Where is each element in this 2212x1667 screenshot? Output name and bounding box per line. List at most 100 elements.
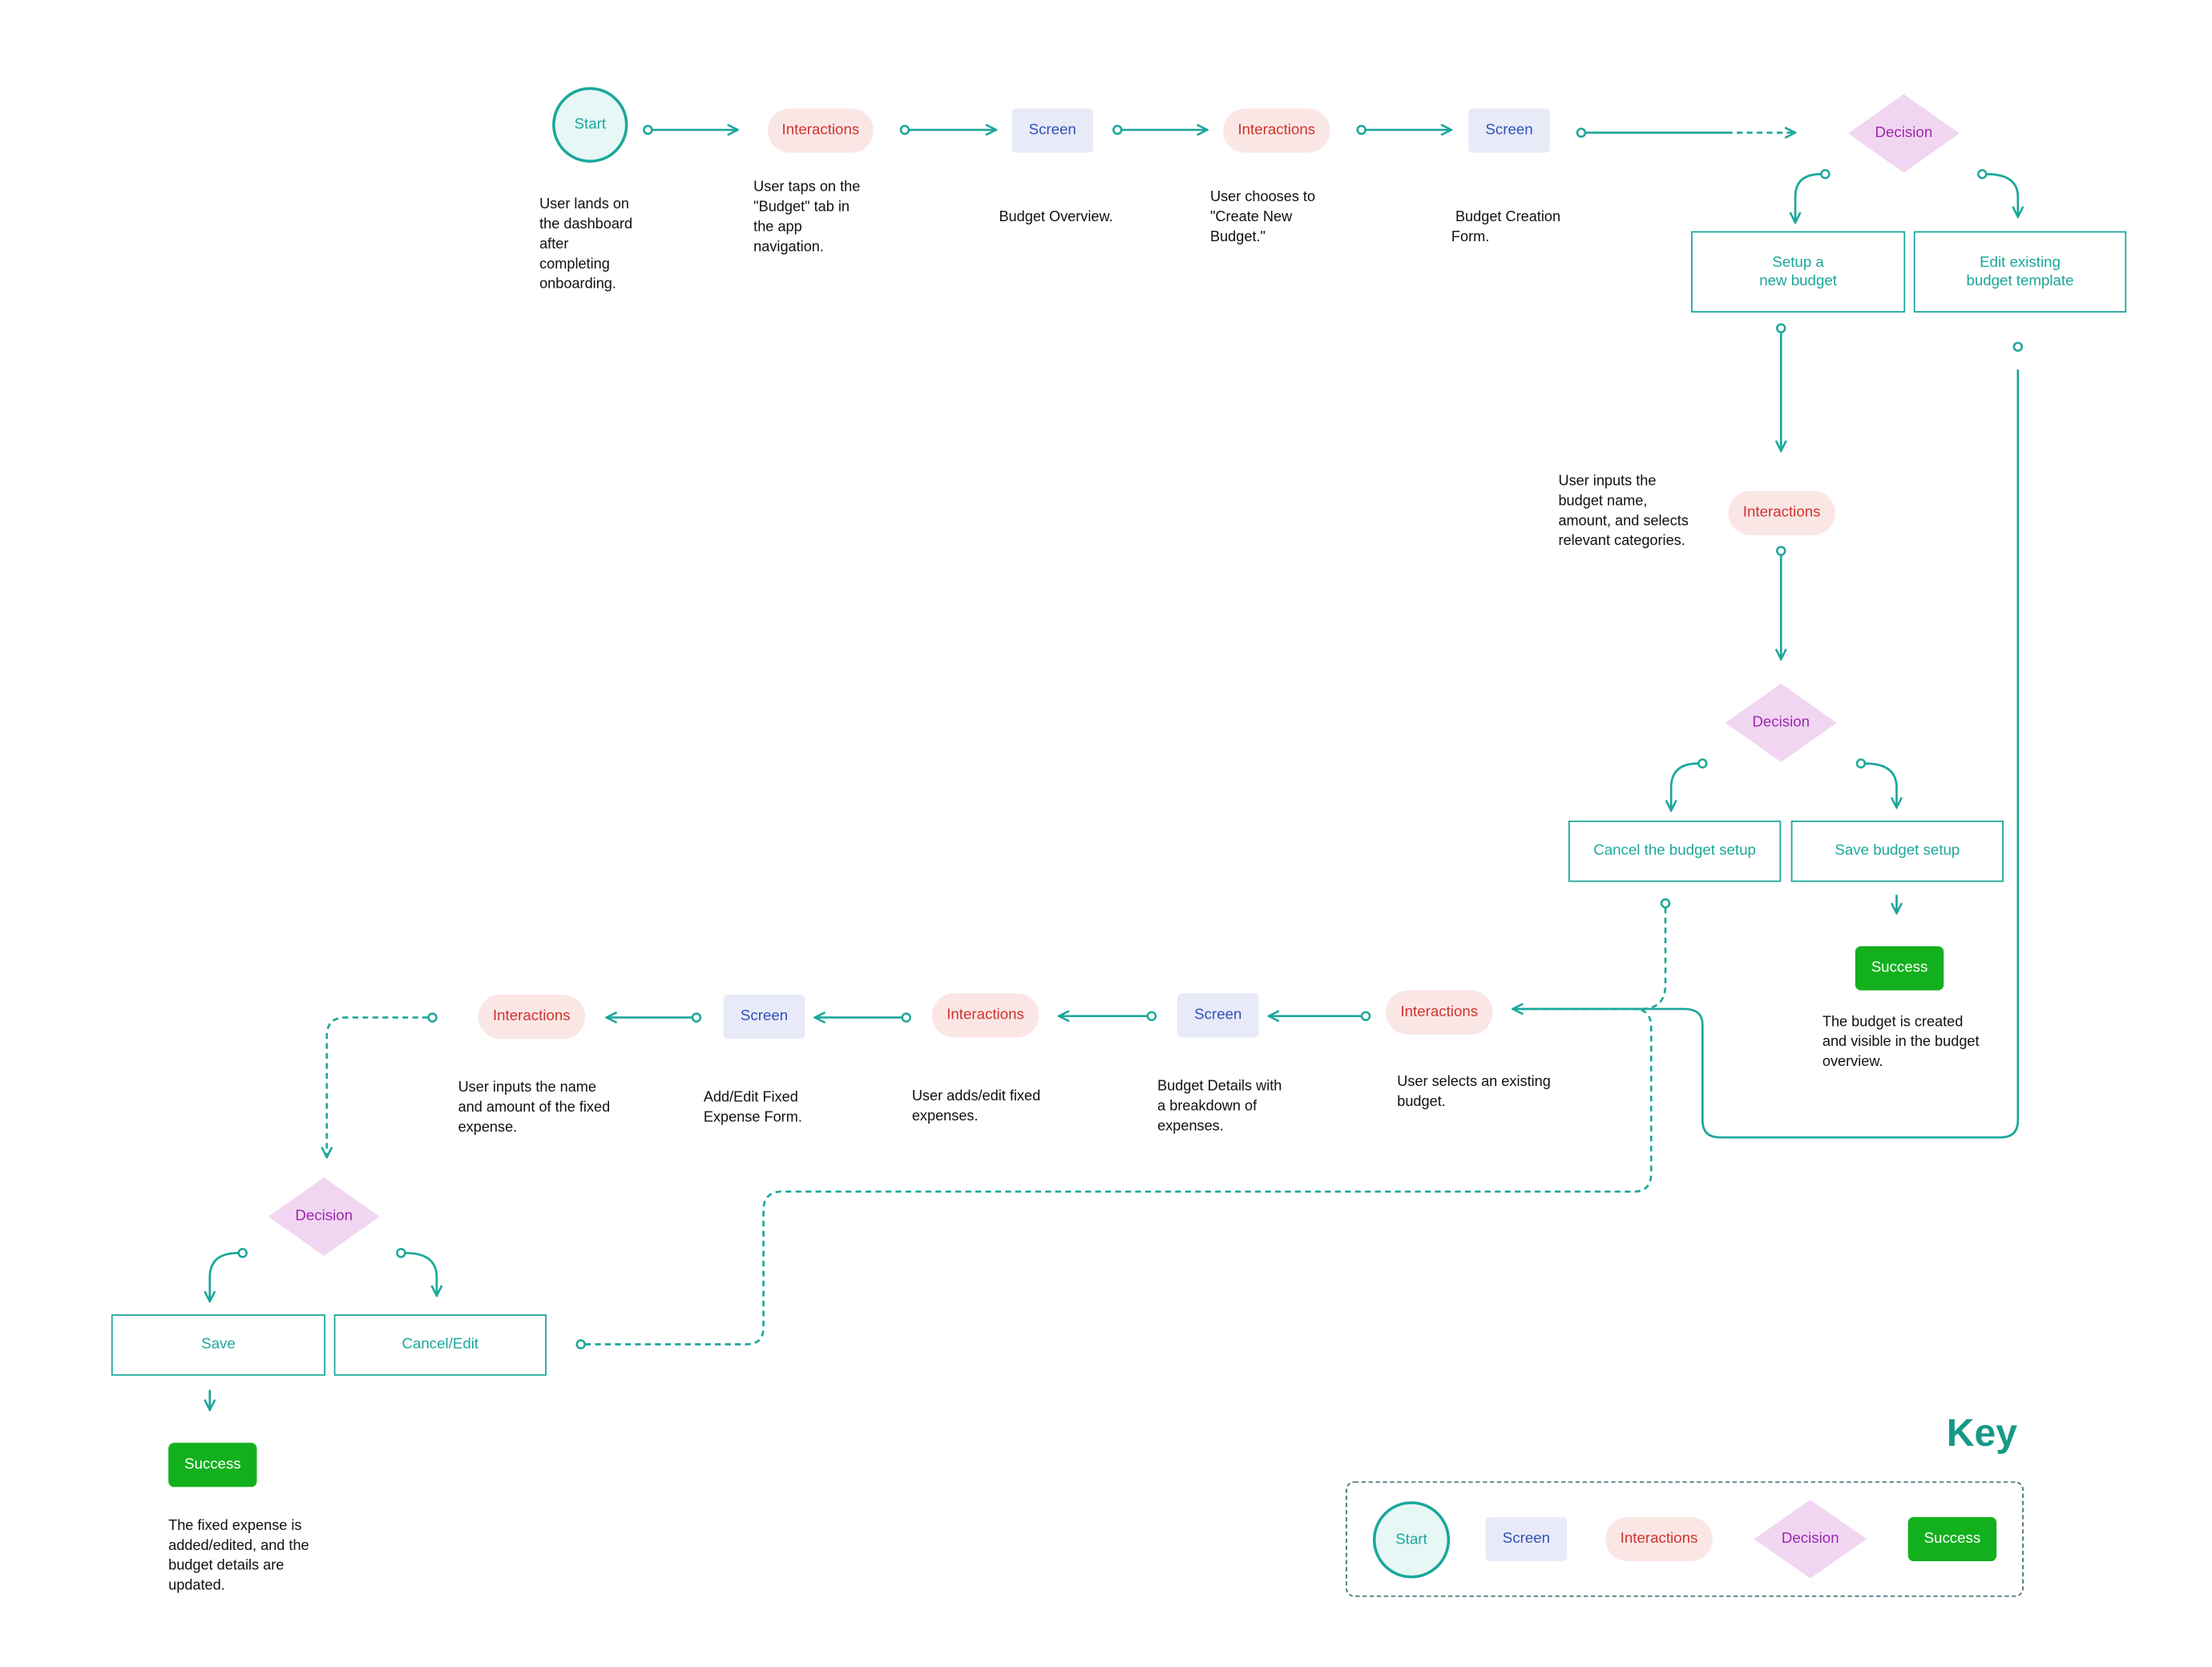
key-start-swatch: Start	[1372, 1501, 1451, 1579]
connector-decision1-to-setup	[1795, 172, 1822, 223]
connector-cancel-edit-route	[585, 1007, 1653, 1346]
decision-diamond-shape	[268, 1177, 380, 1256]
key-title: Key	[1946, 1411, 2017, 1455]
option-label: Setup a new budget	[1759, 253, 1837, 289]
note-interaction-2: User chooses to "Create New Budget."	[1209, 189, 1316, 246]
note-start: User lands on the dashboard after comple…	[539, 196, 633, 293]
note-interaction-3: User inputs the budget name, amount, and…	[1558, 474, 1689, 550]
connector-dot	[1855, 758, 1867, 769]
option-edit-existing-template[interactable]: Edit existing budget template	[1913, 231, 2127, 313]
option-cancel-edit[interactable]: Cancel/Edit	[333, 1314, 547, 1376]
interaction-label: Interactions	[1237, 121, 1316, 139]
screen-label: Screen	[1028, 121, 1076, 139]
note-screen-3: Budget Details with a breakdown of expen…	[1157, 1079, 1282, 1135]
key-screen-swatch: Screen	[1485, 1516, 1568, 1562]
interaction-label: Interactions	[492, 1007, 571, 1025]
connector-dot	[901, 1012, 911, 1023]
connector-dot	[1360, 1011, 1371, 1022]
connector-dot	[237, 1248, 248, 1258]
note-screen-4: Add/Edit Fixed Expense Form.	[703, 1090, 802, 1126]
connector-cancel-to-select-existing	[1512, 907, 1667, 1008]
start-node[interactable]: Start	[552, 87, 628, 163]
interaction-node-select-existing[interactable]: Interactions	[1386, 990, 1493, 1035]
connector-edit-template-route	[1516, 369, 2020, 1139]
note-interaction-1: User taps on the "Budget" tab in the app…	[753, 180, 861, 256]
screen-node-add-edit-form[interactable]: Screen	[723, 995, 805, 1039]
note-success-1: The budget is created and visible in the…	[1822, 1015, 1980, 1071]
connector-decision2-to-cancel	[1671, 762, 1698, 811]
screen-node-budget-overview[interactable]: Screen	[1011, 108, 1093, 153]
connector-dot	[643, 124, 653, 135]
connector-decision1-to-edit	[1986, 172, 2018, 216]
decision-node-1[interactable]: Decision	[1847, 94, 1960, 173]
connector-decision3-to-cancel	[405, 1252, 437, 1295]
option-label: Cancel/Edit	[402, 1335, 479, 1354]
note-interaction-6: User inputs the name and amount of the f…	[458, 1080, 611, 1136]
connector-dot	[1776, 546, 1786, 556]
connector-dot	[1820, 169, 1831, 180]
interaction-node-input-fixed-expense[interactable]: Interactions	[478, 995, 586, 1039]
option-label: Save	[201, 1335, 236, 1354]
key-label: Start	[1395, 1530, 1427, 1548]
note-success-2: The fixed expense is added/edited, and t…	[168, 1518, 309, 1594]
decision-diamond-shape	[1754, 1499, 1867, 1579]
connector-dot	[1146, 1011, 1157, 1022]
success-node-1[interactable]: Success	[1855, 946, 1944, 991]
option-save-budget-setup[interactable]: Save budget setup	[1790, 820, 2004, 882]
connector-dot	[1576, 127, 1587, 138]
interaction-node-create-new-budget[interactable]: Interactions	[1223, 108, 1330, 153]
connector-dot	[899, 124, 910, 135]
decision-diamond-shape	[1725, 683, 1837, 762]
connector-dot	[427, 1012, 438, 1023]
note-screen-2: Budget Creation Form.	[1451, 209, 1561, 246]
connector-dot	[575, 1339, 586, 1350]
option-label: Save budget setup	[1835, 842, 1960, 859]
connector-dot	[1112, 124, 1123, 135]
key-label: Screen	[1502, 1529, 1551, 1548]
interaction-node-add-edit-fixed[interactable]: Interactions	[931, 993, 1039, 1038]
key-decision-swatch: Decision	[1754, 1499, 1867, 1579]
decision-label: Decision	[1875, 123, 1933, 142]
note-interaction-4: User selects an existing budget.	[1397, 1074, 1551, 1111]
connector-dot	[1776, 323, 1786, 333]
decision-label: Decision	[1752, 713, 1810, 731]
interaction-node-input-budget[interactable]: Interactions	[1728, 490, 1835, 535]
interaction-label: Interactions	[1742, 503, 1821, 521]
decision-label: Decision	[295, 1207, 353, 1225]
key-label: Decision	[1781, 1529, 1839, 1548]
decision-node-3[interactable]: Decision	[268, 1177, 380, 1256]
interaction-node-tap-budget-tab[interactable]: Interactions	[767, 108, 874, 153]
note-screen-1: Budget Overview.	[999, 209, 1113, 226]
start-label: Start	[574, 115, 607, 133]
option-cancel-budget-setup[interactable]: Cancel the budget setup	[1568, 820, 1782, 882]
key-interactions-swatch: Interactions	[1605, 1516, 1713, 1562]
option-label: Edit existing budget template	[1966, 253, 2074, 289]
connector-dot	[1977, 169, 1988, 180]
connector-dot	[691, 1012, 702, 1023]
success-label: Success	[1871, 959, 1928, 976]
screen-label: Screen	[1485, 121, 1533, 139]
connector-dot	[1697, 758, 1708, 769]
option-label: Cancel the budget setup	[1593, 842, 1756, 859]
note-interaction-5: User adds/edit fixed expenses.	[911, 1088, 1041, 1125]
key-success-swatch: Success	[1907, 1516, 1997, 1562]
connector-dot	[1660, 898, 1671, 909]
interaction-label: Interactions	[1400, 1003, 1479, 1021]
decision-diamond-shape	[1847, 94, 1960, 173]
connector-decision3-to-save	[210, 1252, 239, 1302]
interaction-label: Interactions	[781, 121, 860, 139]
connector-dot	[1356, 124, 1366, 135]
decision-node-2[interactable]: Decision	[1725, 683, 1837, 762]
connector-dot	[396, 1248, 406, 1258]
screen-node-budget-details[interactable]: Screen	[1177, 993, 1259, 1038]
key-label: Interactions	[1620, 1529, 1698, 1548]
option-save[interactable]: Save	[111, 1314, 325, 1376]
screen-node-budget-creation-form[interactable]: Screen	[1468, 108, 1550, 153]
option-setup-new-budget[interactable]: Setup a new budget	[1691, 231, 1906, 313]
key-label: Success	[1923, 1529, 1981, 1548]
success-node-2[interactable]: Success	[168, 1443, 257, 1487]
connector-dot	[2012, 341, 2024, 352]
screen-label: Screen	[740, 1007, 789, 1025]
